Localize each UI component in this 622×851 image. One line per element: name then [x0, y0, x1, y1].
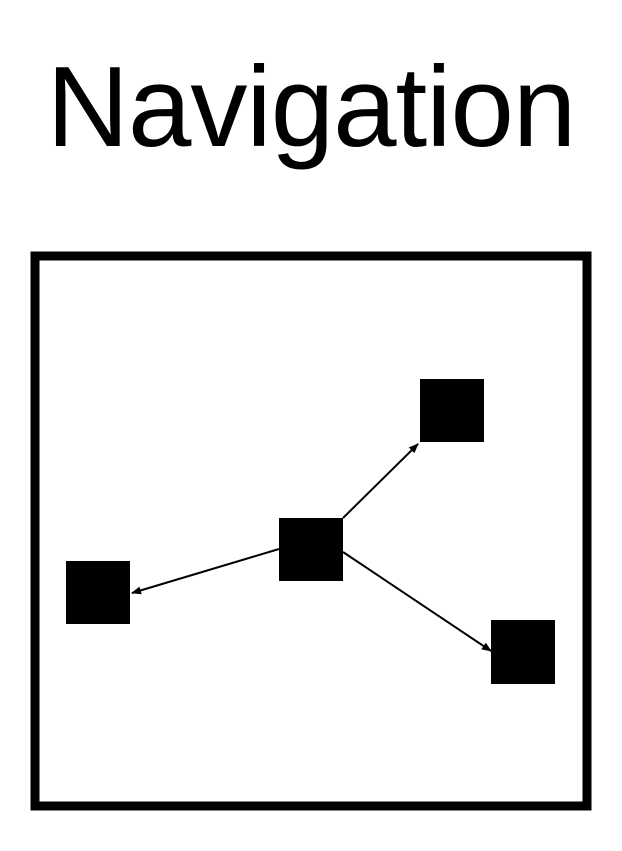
arrow-center-to-bottom-right — [342, 551, 492, 652]
nodes — [66, 379, 555, 684]
page-title: Navigation — [46, 44, 577, 171]
arrow-center-to-left — [131, 548, 280, 595]
bottom-right-node — [491, 620, 555, 684]
left-node — [66, 561, 130, 624]
edges — [131, 443, 492, 652]
top-right-node — [420, 379, 484, 442]
arrow-center-to-top-right — [342, 443, 419, 519]
center-node — [279, 518, 343, 581]
diagram-frame — [30, 251, 592, 811]
